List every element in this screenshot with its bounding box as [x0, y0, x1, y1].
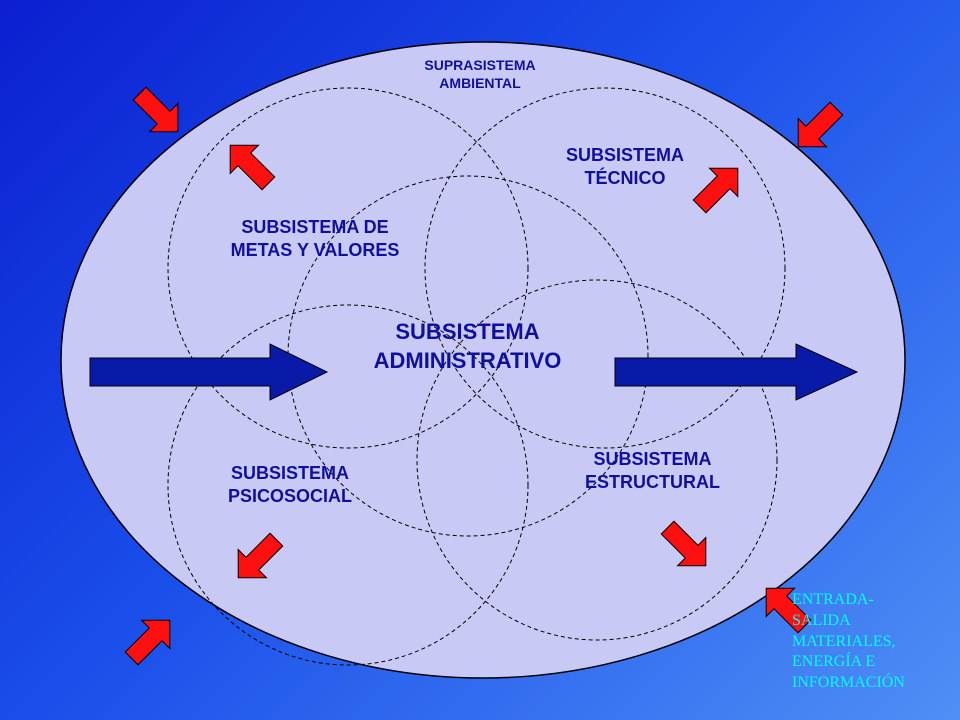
label-administrativo: SUBSISTEMA ADMINISTRATIVO [373, 319, 562, 373]
red-arrow-top-left-inner [229, 144, 276, 191]
circle-estructural [416, 279, 778, 641]
red-arrow-top-right-inner [692, 167, 739, 214]
legend-entrada-salida: ENTRADA- SALIDA MATERIALES, ENERGÍA E IN… [792, 591, 905, 692]
red-arrow-bottom-left-outer [124, 619, 171, 666]
circle-psicosocial [167, 304, 529, 666]
red-arrow-top-right-outer [797, 101, 844, 148]
circle-administrativo [287, 175, 649, 537]
circle-metas [167, 87, 529, 449]
red-arrow-bottom-right-outer [765, 587, 812, 634]
label-tecnico: SUBSISTEMA TÉCNICO [565, 145, 684, 188]
circle-tecnico [424, 87, 786, 449]
input-arrow [89, 343, 329, 401]
label-psicosocial: SUBSISTEMA PSICOSOCIAL [227, 463, 352, 506]
red-arrow-top-left-outer [132, 86, 179, 133]
label-estructural: SUBSISTEMA ESTRUCTURAL [585, 449, 720, 492]
red-arrow-bottom-right-inner [660, 520, 707, 567]
output-arrow [614, 343, 859, 401]
red-arrow-bottom-left-inner [237, 532, 284, 579]
label-metas: SUBSISTEMA DE METAS Y VALORES [230, 217, 400, 260]
label-suprasistema: SUPRASISTEMA AMBIENTAL [424, 57, 536, 91]
